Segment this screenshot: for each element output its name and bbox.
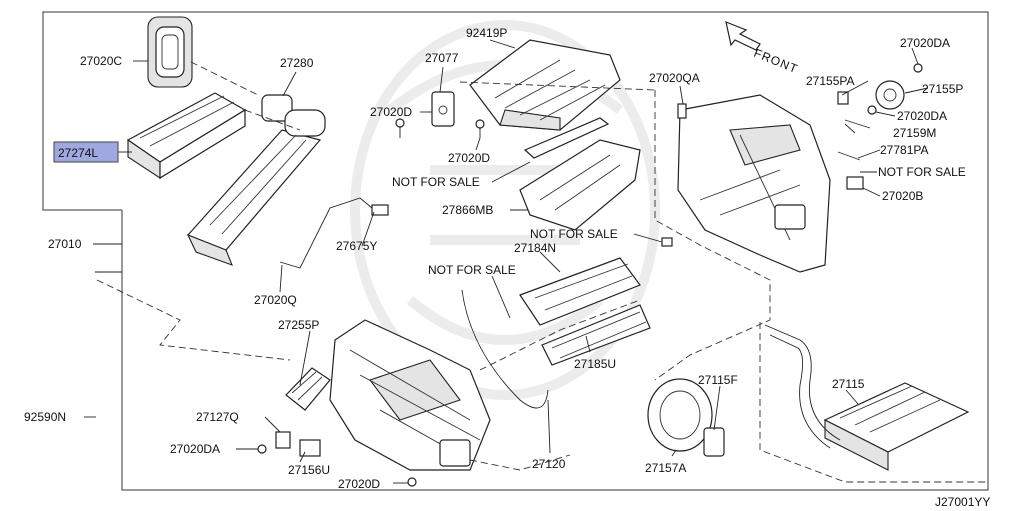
- label-27155p: 27155P: [922, 82, 963, 96]
- actuator-27155p: [837, 63, 923, 161]
- label-27120: 27120: [532, 457, 566, 471]
- label-27866mb: 27866MB: [442, 203, 493, 217]
- diagram-code: J27001YY: [935, 495, 990, 509]
- label-27020q: 27020Q: [254, 293, 297, 307]
- label-27020d-a: 27020D: [370, 105, 412, 119]
- door-27185u: [541, 304, 651, 366]
- label-nfs-4: NOT FOR SALE: [428, 263, 516, 277]
- diagram-frame: [42, 11, 989, 491]
- heater-core-27115: [764, 324, 970, 471]
- label-92419p: 92419P: [466, 26, 507, 40]
- label-27675y: 27675Y: [336, 239, 377, 253]
- label-27010: 27010: [48, 237, 82, 251]
- dash-filter: [190, 61, 301, 131]
- label-27157a: 27157A: [645, 461, 686, 475]
- clip-27020qa: [677, 103, 687, 119]
- wire-27675y: [279, 197, 373, 269]
- dash-housing: [654, 90, 771, 381]
- label-27020da-a: 27020DA: [900, 36, 950, 50]
- label-27020c: 27020C: [80, 54, 122, 68]
- screw-27020d-c: [407, 477, 417, 487]
- clip-27020b: [846, 176, 864, 190]
- label-27115: 27115: [832, 377, 865, 391]
- label-nfs-2: NOT FOR SALE: [392, 175, 480, 189]
- label-92590n: 92590N: [24, 410, 66, 424]
- filter-27274l: [126, 92, 247, 180]
- leader-lines: [84, 39, 929, 484]
- screw-27020d-a: [395, 118, 405, 138]
- label-27127q: 27127Q: [196, 410, 239, 424]
- highlight-27274l: [53, 141, 119, 163]
- label-27184n: 27184N: [514, 241, 556, 255]
- lever-nfs-a: [523, 117, 610, 159]
- label-27020da-b: 27020DA: [897, 109, 947, 123]
- screw-27020d-b: [475, 119, 485, 138]
- housing-right: [677, 94, 831, 273]
- label-nfs-3: NOT FOR SALE: [530, 227, 618, 241]
- label-27020qa: 27020QA: [649, 71, 700, 85]
- label-27159m: 27159M: [893, 126, 936, 140]
- door-27184n: [519, 257, 641, 326]
- duct-92419p: [469, 39, 621, 131]
- label-27274l: 27274L: [58, 146, 98, 160]
- dash-heater-core: [759, 322, 988, 483]
- flap-27866mb: [519, 139, 641, 231]
- label-27280: 27280: [280, 56, 314, 70]
- hose-92590n-inner: [49, 289, 101, 490]
- label-27115f: 27115F: [698, 373, 738, 387]
- grille-27255p: [285, 367, 331, 411]
- label-27781pa: 27781PA: [880, 143, 929, 157]
- housing-left-27010: [329, 319, 491, 471]
- bracket-27077: [431, 91, 455, 127]
- evaporator-27280: [186, 94, 326, 266]
- label-27020b: 27020B: [882, 189, 923, 203]
- motor-27157a: [647, 378, 725, 457]
- label-27155pa: 27155PA: [806, 74, 855, 88]
- cable-27120: [461, 289, 549, 409]
- sensor-27675y: [371, 204, 389, 216]
- seal-27020c: [147, 16, 193, 88]
- label-27020da-c: 27020DA: [170, 442, 220, 456]
- clip-nfs-c: [661, 237, 673, 247]
- lever-27127q: [275, 431, 291, 449]
- screw-27020da-c: [257, 444, 267, 454]
- label-27077: 27077: [425, 51, 459, 65]
- dash-housing-left: [96, 279, 641, 471]
- label-27255p: 27255P: [278, 318, 319, 332]
- label-27020d-b: 27020D: [448, 151, 490, 165]
- front-arrow-icon: [725, 21, 761, 51]
- label-27156u: 27156U: [288, 463, 330, 477]
- label-nfs-1: NOT FOR SALE: [878, 165, 966, 179]
- part-labels: 27020C 27280 27274L 92419P 27077 27020D …: [24, 26, 990, 509]
- front-label: FRONT: [752, 46, 800, 76]
- label-27020d-c: 27020D: [338, 477, 380, 491]
- label-27185u: 27185U: [574, 357, 616, 371]
- lever-27156u: [299, 439, 321, 457]
